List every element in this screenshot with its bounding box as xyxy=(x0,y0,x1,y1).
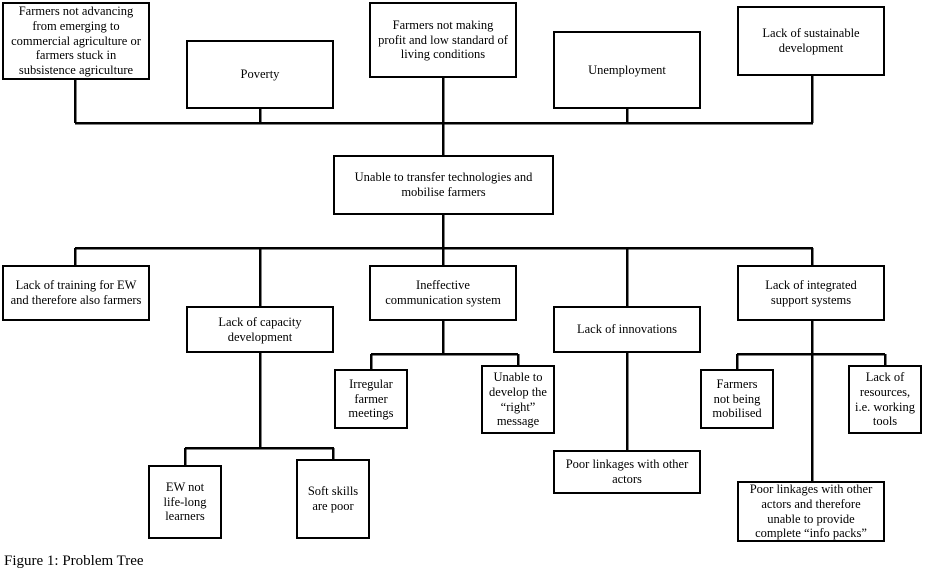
node-farmers-not-being-mobilised: Farmers not being mobilised xyxy=(700,369,774,429)
node-label: Ineffective communication system xyxy=(385,278,501,307)
node-unable-to-transfer-technologies: Unable to transfer technologies and mobi… xyxy=(333,155,554,215)
node-lack-of-training: Lack of training for EW and therefore al… xyxy=(2,265,150,321)
node-irregular-farmer-meetings: Irregular farmer meetings xyxy=(334,369,408,429)
node-label: Lack of capacity development xyxy=(218,314,302,344)
node-lack-of-capacity-development: Lack of capacity development xyxy=(186,306,334,353)
node-farmers-not-making-profit: Farmers not making profit and low standa… xyxy=(369,2,517,78)
node-label: Unable to develop the “right” message xyxy=(489,370,547,429)
node-poor-linkages-actors: Poor linkages with other actors xyxy=(553,450,701,494)
node-unemployment: Unemployment xyxy=(553,31,701,109)
node-label: Unemployment xyxy=(588,62,666,77)
node-label: Poverty xyxy=(240,67,280,82)
node-label: Lack of integrated support systems xyxy=(765,278,857,307)
node-ew-not-lifelong-learners: EW not life-long learners xyxy=(148,465,222,539)
node-label: Lack of sustainable development xyxy=(762,26,860,55)
node-poverty: Poverty xyxy=(186,40,334,109)
node-ineffective-communication: Ineffective communication system xyxy=(369,265,517,321)
node-farmers-not-advancing: Farmers not advancing from emerging to c… xyxy=(2,2,150,80)
node-soft-skills-are-poor: Soft skills are poor xyxy=(296,459,370,539)
node-unable-to-develop-right-message: Unable to develop the “right” message xyxy=(481,365,555,434)
node-lack-of-resources: Lack of resources, i.e. working tools xyxy=(848,365,922,434)
node-lack-of-sustainable-development: Lack of sustainable development xyxy=(737,6,885,76)
node-lack-of-innovations: Lack of innovations xyxy=(553,306,701,353)
node-label: Lack of innovations xyxy=(577,322,677,337)
node-label: Soft skills are poor xyxy=(307,484,359,513)
node-label: Lack of training for EW and therefore al… xyxy=(10,278,142,307)
node-label: Farmers not being mobilised xyxy=(712,376,762,421)
node-label: Poor linkages with other actors and ther… xyxy=(749,482,873,541)
figure-caption: Figure 1: Problem Tree xyxy=(4,553,144,569)
node-lack-of-integrated-support: Lack of integrated support systems xyxy=(737,265,885,321)
node-label: Farmers not making profit and low standa… xyxy=(378,17,508,62)
node-label: Irregular farmer meetings xyxy=(348,376,394,421)
node-label: Lack of resources, i.e. working tools xyxy=(854,370,916,429)
node-label: EW not life-long learners xyxy=(163,479,207,524)
node-poor-linkages-info-packs: Poor linkages with other actors and ther… xyxy=(737,481,885,542)
node-label: Poor linkages with other actors xyxy=(565,457,689,486)
node-label: Unable to transfer technologies and mobi… xyxy=(354,170,533,199)
node-label: Farmers not advancing from emerging to c… xyxy=(11,4,141,78)
